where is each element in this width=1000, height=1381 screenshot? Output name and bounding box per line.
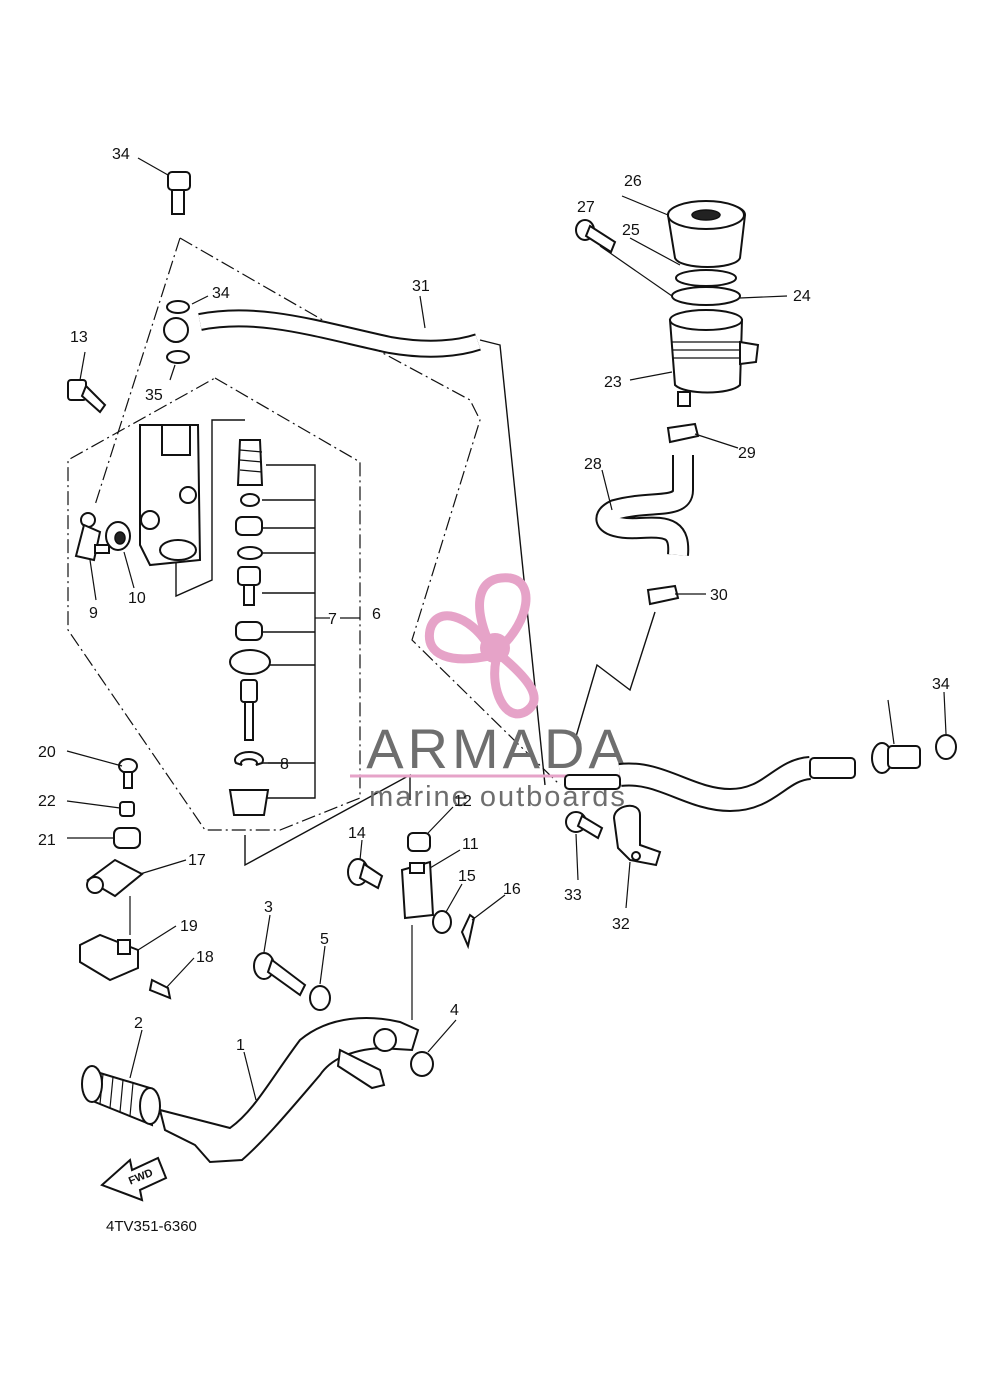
callout-19: 19: [180, 918, 198, 935]
callout-5: 5: [320, 931, 329, 948]
callout-29b: 30: [710, 587, 728, 604]
part-bolt-13: [67, 379, 107, 414]
callout-6: 6: [372, 606, 381, 623]
callout-23: 23: [604, 374, 622, 391]
callout-11: 11: [462, 836, 479, 853]
callout-31: 32: [612, 916, 630, 933]
part-pin-14: [347, 858, 384, 890]
callout-22: 22: [38, 793, 56, 810]
callout-34a: 34: [212, 285, 230, 302]
part-screw-20: [118, 758, 138, 789]
callouts: 34 34 35 13 31 9 10 7 6 8 26 27 25 24 23…: [38, 146, 950, 1054]
callout-27: 27: [577, 199, 595, 216]
part-washer-4: [410, 1051, 434, 1077]
callout-15: 15: [458, 868, 476, 885]
callout-8: 8: [280, 756, 289, 773]
part-clip-29b: [646, 584, 680, 606]
callout-13: 13: [70, 329, 88, 346]
diagram-code: 4TV351-6360: [106, 1218, 197, 1235]
callout-17: 17: [188, 852, 206, 869]
part-washer-15: [432, 910, 452, 934]
part-reservoir-hose-28: [595, 455, 694, 556]
callout-34b: 35: [145, 387, 163, 404]
callout-29a: 29: [738, 445, 756, 462]
part-reservoir-assembly: [666, 200, 760, 407]
leader-lines: [66, 157, 947, 1101]
callout-32: 33: [564, 887, 582, 904]
callout-2: 2: [134, 1015, 143, 1032]
callout-30: 31: [412, 278, 430, 295]
part-brake-hose-30: [163, 309, 481, 358]
part-bolt-18: [148, 978, 172, 1000]
callout-9: 9: [89, 605, 98, 622]
part-washer-34c: [935, 734, 957, 760]
callout-10: 10: [128, 590, 146, 607]
callout-1: 1: [236, 1037, 245, 1054]
group-outlines: [67, 237, 656, 867]
part-clevis-11: [400, 860, 435, 920]
callout-28: 28: [584, 456, 602, 473]
callout-4: 4: [450, 1002, 459, 1019]
callout-12: 12: [454, 793, 472, 810]
fwd-arrow-icon: FWD: [100, 1156, 168, 1202]
part-footrest-rubber-2: [81, 1065, 161, 1127]
part-piston-kit-7: [228, 439, 271, 816]
part-clip-29a: [666, 422, 700, 444]
callout-21: 21: [38, 832, 56, 849]
part-collar-22: [119, 801, 135, 817]
part-cap-10: [105, 521, 131, 551]
propeller-logo-icon: [424, 573, 539, 719]
part-clamp-31: [612, 804, 662, 867]
parts: FWD: [67, 171, 957, 1202]
callout-25: 25: [622, 222, 640, 239]
part-adapter-35: [871, 742, 921, 774]
part-washer-5: [309, 985, 331, 1011]
part-washer-34a: [166, 300, 190, 314]
callout-24: 24: [793, 288, 811, 305]
part-grommet-21: [113, 827, 141, 849]
part-bracket-19: [79, 933, 139, 982]
part-master-cylinder-body: [139, 424, 202, 567]
part-rod-9: [74, 512, 110, 562]
watermark-brand: ARMADA: [366, 717, 630, 780]
callout-7: 7: [328, 611, 337, 628]
part-bolt-32: [565, 811, 604, 840]
callout-3: 3: [264, 899, 273, 916]
part-washer-34b: [166, 350, 190, 364]
callout-20: 20: [38, 744, 56, 761]
part-brake-hose-right: [564, 756, 856, 813]
part-plate-17: [86, 858, 144, 935]
part-bolt-3: [253, 952, 307, 997]
part-nut-12: [407, 832, 431, 852]
callout-33: 34: [112, 146, 130, 163]
callout-14: 14: [348, 825, 366, 842]
part-banjo-bolt-33: [167, 171, 191, 215]
callout-34c: 34: [932, 676, 950, 693]
callout-16: 16: [503, 881, 521, 898]
part-screw-27: [575, 219, 617, 254]
callout-18: 18: [196, 949, 214, 966]
part-brake-pedal-1: [158, 1017, 420, 1164]
callout-26: 26: [624, 173, 642, 190]
